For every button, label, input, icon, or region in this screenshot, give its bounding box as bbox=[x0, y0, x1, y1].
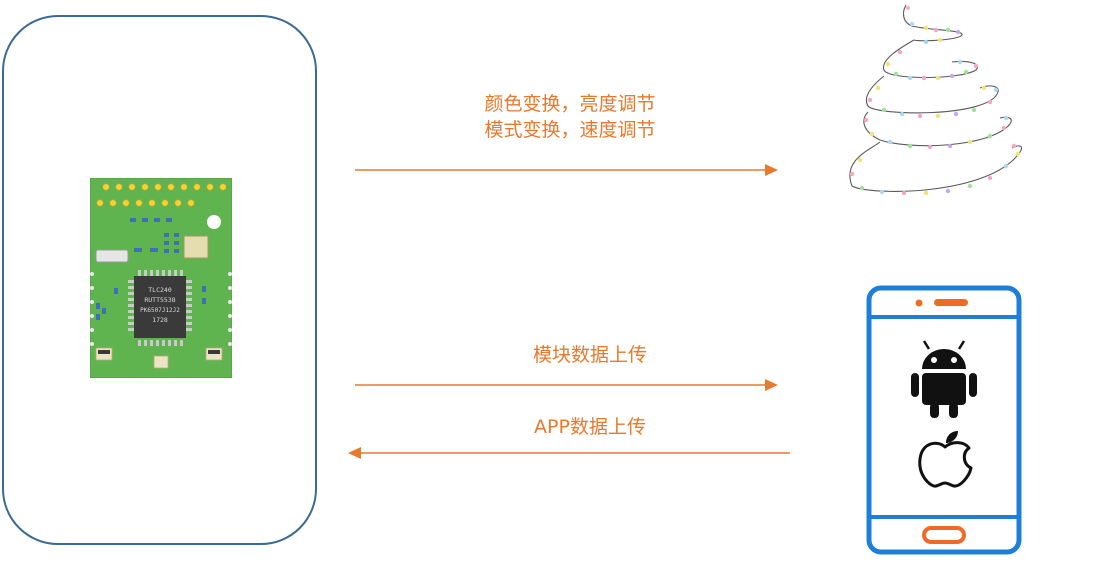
control-label-line1: 颜色变换，亮度调节 bbox=[484, 93, 656, 115]
phone-speaker bbox=[934, 299, 968, 306]
chip-marking-line3: PK6507J12J2 bbox=[140, 307, 180, 314]
pcb-module-icon: TLC240 RUTT5538 PK6507J12J2 1728 bbox=[90, 178, 232, 378]
chip-marking-line4: 1728 bbox=[152, 316, 168, 324]
module-upload-label: 模块数据上传 bbox=[532, 344, 647, 366]
arrow-app-to-module bbox=[348, 447, 790, 459]
arrow-control-to-lights bbox=[355, 164, 778, 176]
smartphone-icon bbox=[866, 285, 1022, 555]
control-label-line2: 模式变换，速度调节 bbox=[484, 119, 656, 141]
chip-marking-line2: RUTT5538 bbox=[144, 296, 175, 304]
app-upload-label: APP数据上传 bbox=[534, 416, 646, 438]
phone-home-button bbox=[922, 526, 966, 544]
wifi-module-container bbox=[2, 15, 317, 545]
christmas-light-tree-icon bbox=[849, 4, 1023, 196]
android-icon bbox=[911, 340, 977, 418]
chip-marking-line1: TLC240 bbox=[148, 286, 172, 294]
arrow-module-to-app bbox=[355, 379, 778, 391]
apple-icon bbox=[918, 431, 973, 488]
phone-camera-dot bbox=[915, 299, 923, 307]
